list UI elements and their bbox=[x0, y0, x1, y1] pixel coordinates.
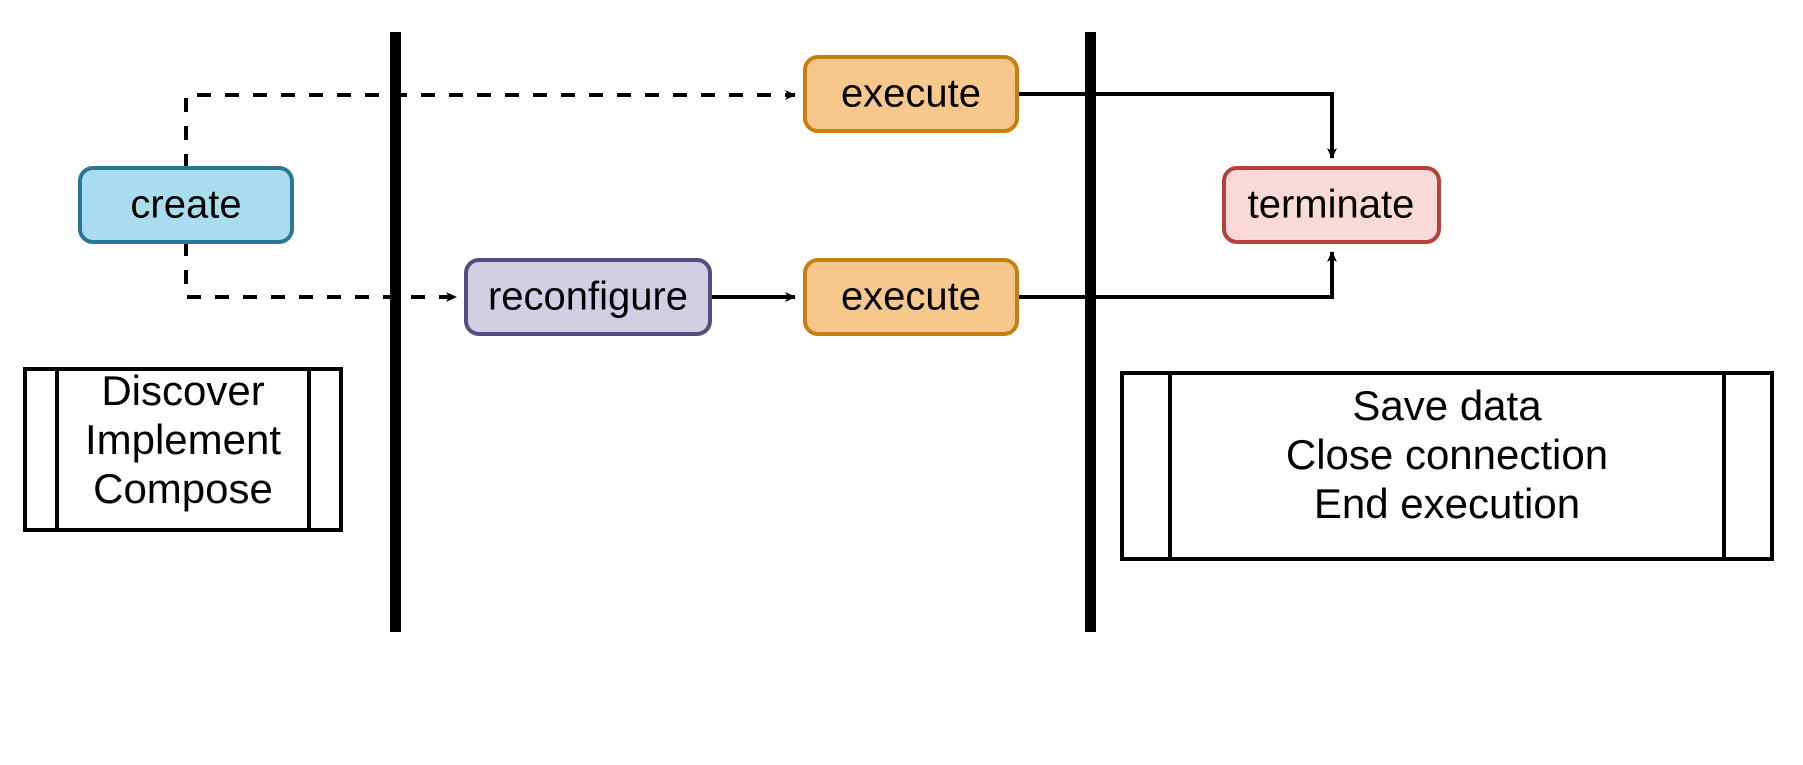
join-bar-right bbox=[1085, 32, 1096, 632]
right-note-outer-frame bbox=[1120, 371, 1774, 561]
node-create-label: create bbox=[130, 183, 241, 227]
edge-execute-bottom-to-terminate bbox=[1017, 251, 1337, 299]
node-reconfigure-shape[interactable] bbox=[464, 258, 712, 336]
edge-execute-bottom-to-terminate-path bbox=[1017, 251, 1337, 299]
node-terminate-label: terminate bbox=[1248, 183, 1415, 227]
node-execute-top[interactable]: execute bbox=[803, 55, 1019, 133]
right-note-line-3: End execution bbox=[1314, 480, 1580, 527]
node-terminate-shape[interactable] bbox=[1222, 166, 1441, 244]
edge-create-to-execute-top-path bbox=[184, 90, 796, 168]
left-note-outer-frame bbox=[23, 367, 343, 532]
discover-implement-compose-note: Discover Implement Compose bbox=[23, 367, 343, 532]
fork-bar-left bbox=[390, 32, 401, 632]
node-create-shape[interactable] bbox=[78, 166, 294, 244]
left-note-line-3: Compose bbox=[93, 465, 273, 512]
node-execute-bottom-label: execute bbox=[841, 275, 981, 319]
edge-execute-top-to-terminate bbox=[1017, 92, 1337, 159]
node-execute-bottom[interactable]: execute bbox=[803, 258, 1019, 336]
left-note-line-2: Implement bbox=[85, 416, 281, 463]
node-terminate[interactable]: terminate bbox=[1222, 166, 1441, 244]
node-create[interactable]: create bbox=[78, 166, 294, 244]
edge-create-to-execute-top bbox=[184, 90, 796, 168]
node-execute-top-label: execute bbox=[841, 72, 981, 116]
right-note-line-2: Close connection bbox=[1286, 431, 1608, 478]
node-execute-top-shape[interactable] bbox=[803, 55, 1019, 133]
left-note-line-1: Discover bbox=[101, 367, 264, 414]
save-close-end-note: Save data Close connection End execution bbox=[1120, 371, 1774, 561]
node-reconfigure[interactable]: reconfigure bbox=[464, 258, 712, 336]
node-execute-bottom-shape[interactable] bbox=[803, 258, 1019, 336]
right-note-line-1: Save data bbox=[1352, 382, 1542, 429]
edge-execute-top-to-terminate-path bbox=[1017, 92, 1337, 159]
node-reconfigure-label: reconfigure bbox=[488, 275, 688, 319]
edge-create-to-reconfigure-path bbox=[184, 242, 457, 302]
edge-create-to-reconfigure bbox=[184, 242, 457, 302]
